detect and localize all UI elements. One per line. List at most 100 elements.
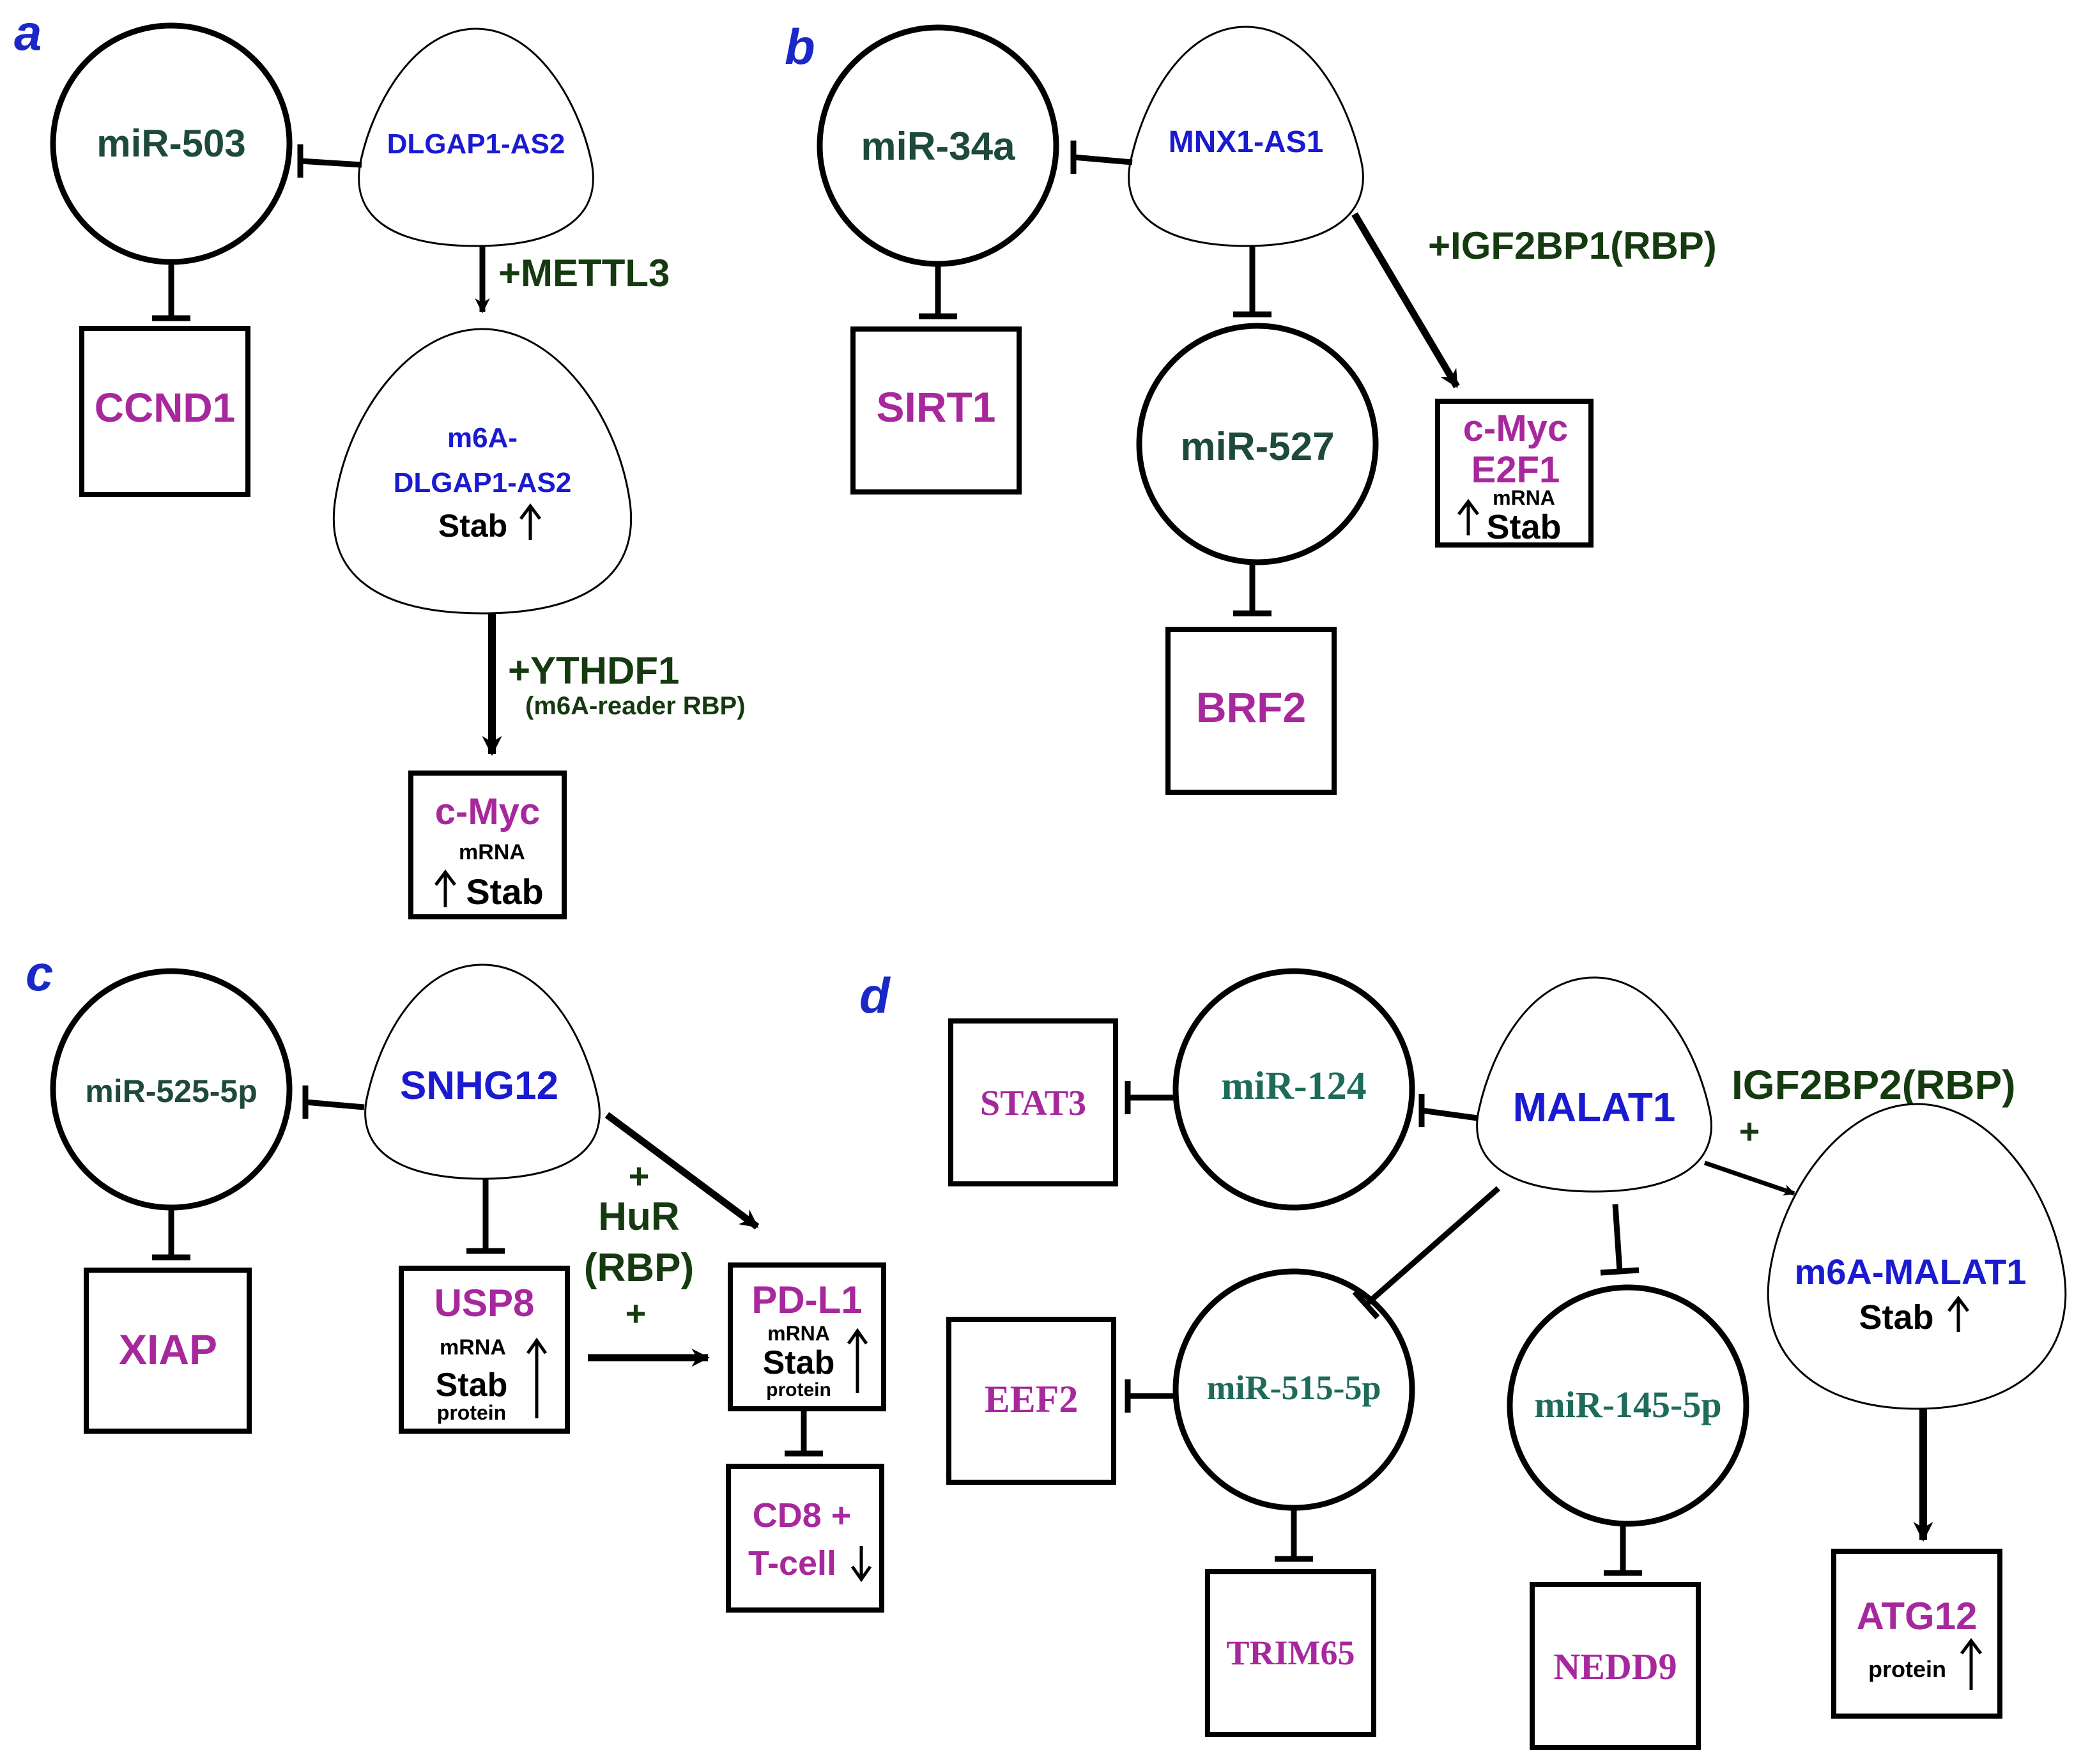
target-box-cd8-t-cell [726, 1464, 884, 1613]
mirna-label-mir-515-5p: miR-515-5p [1207, 1369, 1381, 1407]
target-box-sirt1 [850, 326, 1022, 495]
panel-label-d: d [859, 967, 891, 1024]
target-label-xiap: XIAP [119, 1326, 217, 1373]
mirna-node-mir-527 [1136, 323, 1379, 565]
output-sub-mrna: mRNA [459, 840, 525, 864]
modified-label-line1: m6A- [447, 422, 518, 454]
output-box-c-myc-e2f1 [1435, 399, 1594, 548]
inhibition-bar [1600, 1267, 1640, 1276]
target-label-eef2: EEF2 [985, 1378, 1079, 1420]
mirna-label-mir-124: miR-124 [1221, 1064, 1366, 1108]
target-box-brf2 [1165, 627, 1337, 795]
up-arrow-icon [526, 1337, 548, 1418]
panel-label-b: b [785, 19, 815, 75]
lncrna-node-snhg12 [364, 963, 601, 1180]
panel-label-c: c [26, 945, 53, 1001]
target-label-sirt1: SIRT1 [876, 383, 995, 431]
inhibition-mnx1-mir34a [1073, 154, 1133, 165]
panel-b: b miR-34a MNX1-AS1 SIRT1 miR-527 BRF2 +I… [785, 19, 1717, 795]
output-stab-label: Stab [1486, 508, 1561, 546]
rbp-type-label: (RBP) [584, 1246, 694, 1290]
output-sub-protein: protein [1868, 1656, 1946, 1682]
lncrna-node-malat1 [1476, 976, 1712, 1193]
target-label-stat3: STAT3 [980, 1084, 1086, 1123]
target-label-nedd9: NEDD9 [1553, 1646, 1677, 1687]
reader-label-ythdf1: +YTHDF1 [508, 649, 679, 692]
output-label-e2f1: E2F1 [1471, 449, 1560, 491]
inhibition-malat1-mir145 [1612, 1204, 1623, 1272]
target-box-stat3 [948, 1018, 1118, 1186]
inhibition-malat1-mir515 [1364, 1186, 1500, 1307]
rbp-label-hur: HuR [598, 1195, 679, 1239]
panel-d: d STAT3 miR-124 MALAT1 EEF2 miR-515-5p T… [859, 967, 2067, 1750]
panel-c: c miR-525-5p SNHG12 XIAP USP8 mRNA Stab … [26, 945, 886, 1613]
lncrna-label-snhg12: SNHG12 [400, 1064, 558, 1108]
stability-label: Stab [438, 508, 507, 544]
output-sub-mrna: mRNA [1493, 486, 1555, 509]
mirna-label-mir-145-5p: miR-145-5p [1534, 1384, 1721, 1425]
target-label-ccnd1: CCND1 [95, 385, 235, 431]
pd-l1-stab-label: Stab [763, 1344, 835, 1381]
usp8-sub-mrna: mRNA [440, 1335, 506, 1360]
rbp-label-igf2bp1: +IGF2BP1(RBP) [1428, 224, 1717, 267]
up-arrow-icon [1960, 1637, 1982, 1690]
output-label-c-myc: c-Myc [1463, 408, 1568, 449]
target-box-trim65 [1205, 1569, 1376, 1737]
plus-sign: + [626, 1293, 647, 1333]
target-box-usp8 [399, 1266, 570, 1434]
target-box-xiap [84, 1268, 252, 1434]
output-box-c-myc [408, 771, 567, 919]
reader-note: (m6A-reader RBP) [525, 692, 746, 720]
output-label-atg12: ATG12 [1857, 1595, 1978, 1637]
arrow-malat1-to-m6a-malat1 [1703, 1160, 1795, 1196]
modified-lncrna-node-m6a-malat1 [1767, 1103, 2067, 1410]
panel-label-a: a [14, 4, 42, 61]
lncrna-node-mnx1-as1 [1128, 26, 1364, 247]
output-stab-label: Stab [466, 871, 543, 912]
pd-l1-sub-mrna: mRNA [767, 1322, 830, 1345]
cd8-label-line1: CD8 + [753, 1496, 852, 1535]
plus-sign: + [1739, 1111, 1760, 1151]
modified-lncrna-node-m6a-dlgap1-as2 [332, 328, 633, 615]
arrow-to-c-myc-e2f1 [1351, 212, 1460, 388]
lncrna-node-dlgap1-as2 [358, 27, 594, 247]
output-label-c-myc: c-Myc [435, 791, 540, 832]
inhibition-dlgap1-mir503 [300, 158, 362, 168]
cd8-label-line2: T-cell [748, 1544, 836, 1583]
up-arrow-icon [434, 869, 456, 907]
enzyme-label-mettl3: +METTL3 [498, 252, 670, 295]
mirna-node-mir-124 [1172, 968, 1415, 1211]
mirna-label-mir-525-5p: miR-525-5p [85, 1073, 257, 1109]
usp8-sub-protein: protein [437, 1401, 506, 1424]
target-label-trim65: TRIM65 [1227, 1634, 1355, 1672]
target-label-pd-l1: PD-L1 [751, 1278, 862, 1321]
mirna-label-mir-34a: miR-34a [861, 125, 1015, 169]
lncrna-label-malat1: MALAT1 [1513, 1084, 1676, 1130]
inhibition-snhg12-mir525 [305, 1099, 365, 1110]
inhibition-bar [1352, 1289, 1380, 1320]
modified-label-line2: DLGAP1-AS2 [394, 467, 572, 498]
plus-sign: + [629, 1156, 650, 1196]
usp8-stab-label: Stab [436, 1367, 508, 1404]
target-label-usp8: USP8 [434, 1282, 535, 1324]
mirna-label-mir-527: miR-527 [1180, 425, 1334, 469]
panel-a: a miR-503 DLGAP1-AS2 CCND1 +METTL3 m6A- … [14, 4, 746, 919]
rbp-label-igf2bp2: IGF2BP2(RBP) [1732, 1062, 2016, 1108]
up-arrow-icon [1457, 498, 1479, 535]
target-box-ccnd1 [79, 326, 250, 497]
mirna-node-mir-145-5p [1507, 1284, 1749, 1527]
target-box-nedd9 [1530, 1582, 1701, 1750]
target-label-brf2: BRF2 [1196, 684, 1306, 731]
up-arrow-icon [519, 503, 541, 540]
mirna-label-mir-503: miR-503 [96, 122, 245, 165]
lncrna-label-mnx1-as1: MNX1-AS1 [1169, 125, 1324, 159]
pd-l1-sub-protein: protein [766, 1379, 831, 1400]
arrow-snhg12-to-pd-l1 [604, 1112, 760, 1230]
up-arrow-icon [1947, 1295, 1969, 1332]
up-arrow-icon [847, 1328, 868, 1393]
target-box-eef2 [946, 1317, 1116, 1485]
inhibition-malat1-mir124 [1421, 1107, 1478, 1121]
down-arrow-icon [850, 1546, 872, 1583]
modified-label-m6a-malat1: m6A-MALAT1 [1795, 1252, 2027, 1292]
